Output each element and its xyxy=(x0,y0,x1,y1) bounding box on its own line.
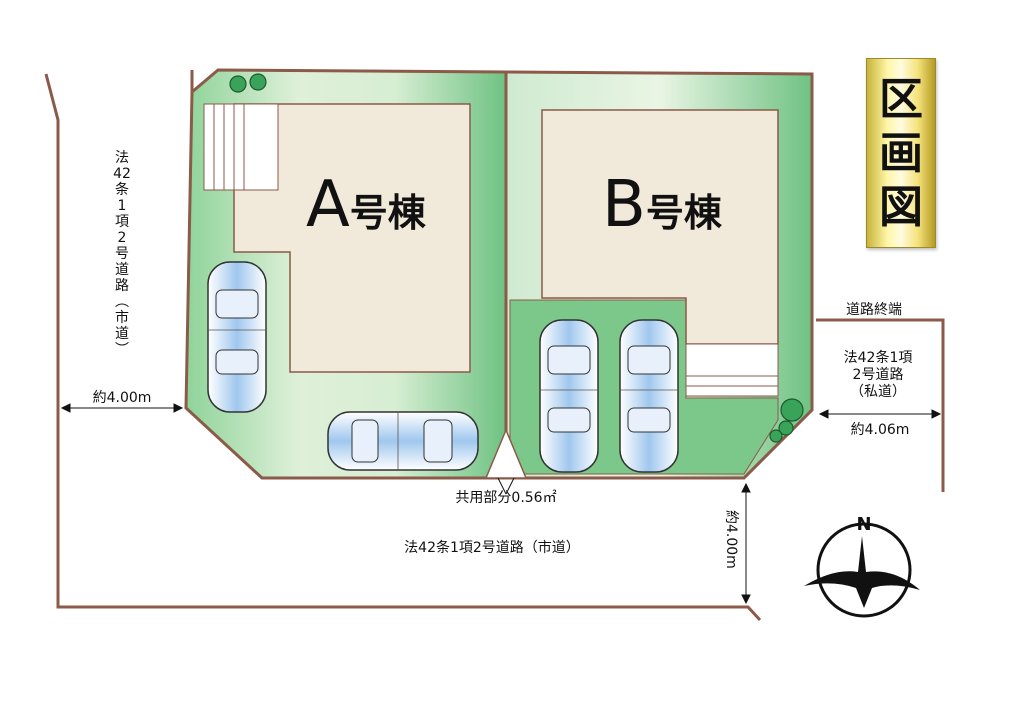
title-plate: 区 画 図 xyxy=(866,58,936,248)
right-road-edge xyxy=(816,318,945,492)
road-end-label: 道路終端 xyxy=(846,302,902,318)
lot-a-entrance-steps xyxy=(203,103,279,191)
lot-b-shrub-icon xyxy=(780,398,804,422)
car-icon xyxy=(327,411,479,471)
shared-area-marker xyxy=(484,428,528,495)
lot-a-suffix: 号棟 xyxy=(349,191,426,235)
left-road-width-label: 約4.00m xyxy=(93,390,152,406)
dimension-bottom xyxy=(741,482,751,605)
car-icon xyxy=(207,261,267,413)
dimension-right xyxy=(818,409,942,419)
bottom-road-width-label: 約4.00m xyxy=(723,510,739,569)
left-road-edge xyxy=(44,73,762,622)
lot-a-letter: A xyxy=(306,168,350,242)
lot-a-shrub-icon xyxy=(249,73,267,91)
road-boundary-lines xyxy=(44,73,945,622)
lot-b-label: B号棟 xyxy=(602,168,722,242)
shared-area-label: 共用部分0.56㎡ xyxy=(455,490,556,506)
car-icon xyxy=(619,319,679,473)
lot-a-label: A号棟 xyxy=(306,168,426,242)
lot-b-letter: B xyxy=(602,168,646,242)
lot-b-suffix: 号棟 xyxy=(645,191,722,235)
lot-a-building xyxy=(233,103,471,373)
bottom-road-label: 法42条1項2号道路（市道） xyxy=(404,539,580,556)
dimension-left xyxy=(60,403,184,413)
right-road-width-label: 約4.06m xyxy=(851,422,910,438)
compass-north-label: N xyxy=(856,514,871,535)
lot-b-entrance-steps xyxy=(685,343,779,397)
page-title: 区 画 図 xyxy=(879,74,923,233)
lot-b-shrub-icon xyxy=(769,429,783,443)
lot-a-shrub-icon xyxy=(229,75,247,93)
lot-b-shrub-icon xyxy=(778,420,794,436)
north-compass-icon: N xyxy=(804,514,920,618)
car-icon xyxy=(539,319,599,473)
left-road-label: 法 42 条 1 項 2 号 道 路 ︵ 市 道 ︶ xyxy=(113,150,131,358)
right-road-label: 法42条1項 2号道路 （私道） xyxy=(843,350,913,400)
